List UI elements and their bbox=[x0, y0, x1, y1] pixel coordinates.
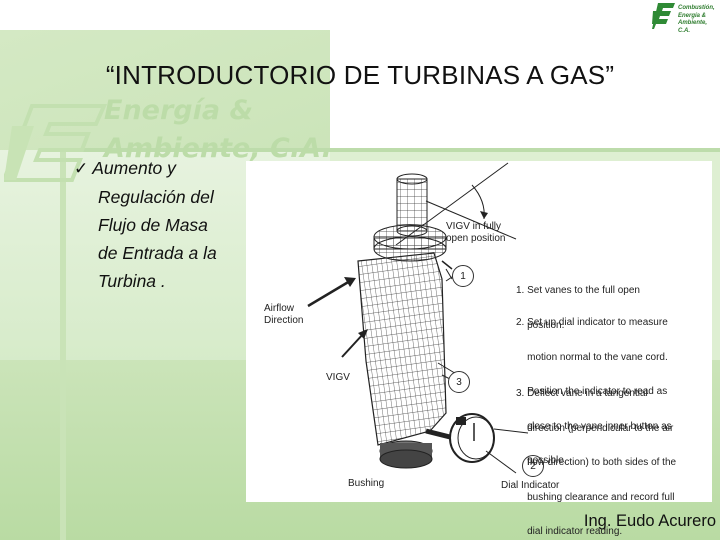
label-dial-indicator: Dial Indicator bbox=[501, 480, 560, 491]
dial-indicator bbox=[425, 413, 495, 463]
background-frame bbox=[60, 150, 720, 540]
step-line: dial indicator reading. bbox=[516, 526, 623, 537]
brand-logo-icon bbox=[652, 3, 675, 29]
bullet-line: Aumento y bbox=[92, 158, 176, 178]
slide-title: “INTRODUCTORIO DE TURBINAS A GAS” bbox=[105, 60, 615, 90]
airflow-arrows bbox=[307, 277, 368, 358]
bullet-point: ✓Aumento y Regulación del Flujo de Masa … bbox=[74, 154, 244, 295]
step-line: 3. Deflect vane in a tangential bbox=[516, 388, 648, 399]
label-line: open position bbox=[446, 232, 506, 244]
label-line: Airflow bbox=[264, 303, 295, 314]
background-divider bbox=[60, 148, 720, 152]
label-line: Direction bbox=[264, 314, 304, 326]
step-line: motion normal to the vane cord. bbox=[516, 351, 668, 363]
step-line: position. bbox=[516, 319, 565, 331]
bullet-line: de Entrada a la bbox=[98, 243, 217, 263]
label-airflow-direction: Airflow Direction bbox=[264, 303, 303, 326]
vane-stem bbox=[396, 173, 428, 237]
checkmark-icon: ✓ bbox=[74, 159, 89, 178]
step-3: 3. Deflect vane in a tangential directio… bbox=[516, 365, 676, 540]
label-bushing: Bushing bbox=[348, 478, 385, 489]
step-line: Position the indicator to read as bbox=[516, 386, 668, 397]
step-line: close to the vane inner button as bbox=[516, 420, 672, 432]
watermark-logo-icon bbox=[4, 104, 108, 182]
step-line: flow direction) to both sides of the bbox=[516, 457, 677, 468]
bushing bbox=[379, 440, 433, 469]
vane-blade bbox=[357, 252, 447, 446]
step-line: 2. Set up dial indicator to measure bbox=[516, 317, 668, 328]
vane-collar bbox=[373, 224, 447, 262]
step-line: 1. Set vanes to the full open bbox=[516, 285, 640, 296]
marker-1: 1 bbox=[452, 265, 474, 287]
step-line: bushing clearance and record full bbox=[516, 491, 675, 503]
open-position-lines bbox=[395, 162, 517, 246]
vane-diagram bbox=[307, 162, 529, 474]
marker-2: 2 bbox=[522, 455, 544, 477]
bullet-line: Flujo de Masa bbox=[98, 215, 208, 235]
watermark-text: Energía & Ambiente, C.A. bbox=[104, 95, 332, 164]
step-2: 2. Set up dial indicator to measure moti… bbox=[516, 294, 672, 490]
step-1: 1. Set vanes to the full open position. bbox=[516, 262, 640, 354]
label-vigv: VIGV bbox=[326, 372, 350, 383]
bullet-line: Regulación del bbox=[98, 187, 214, 207]
brand-line: Energía & bbox=[678, 12, 707, 19]
company-logo: Combustión, Energía & Ambiente, C.A. bbox=[652, 2, 718, 34]
label-vigv-open: VIGV in fully open position bbox=[446, 221, 506, 244]
label-line: VIGV in fully bbox=[446, 221, 502, 232]
step-line: possible. bbox=[516, 455, 567, 466]
author-credit: Ing. Eudo Acurero bbox=[583, 512, 716, 530]
vigv-figure: VIGV in fully open position Airflow Dire… bbox=[246, 161, 712, 537]
bullet-line: Turbina . bbox=[98, 271, 166, 291]
brand-name: Combustión, Energía & Ambiente, C.A. bbox=[678, 5, 718, 35]
marker-3: 3 bbox=[448, 371, 470, 393]
brand-line: Combustión, bbox=[678, 5, 715, 11]
brand-line: Ambiente, C.A. bbox=[678, 20, 708, 34]
step-line: direction (perpendicular to the air bbox=[516, 422, 674, 434]
